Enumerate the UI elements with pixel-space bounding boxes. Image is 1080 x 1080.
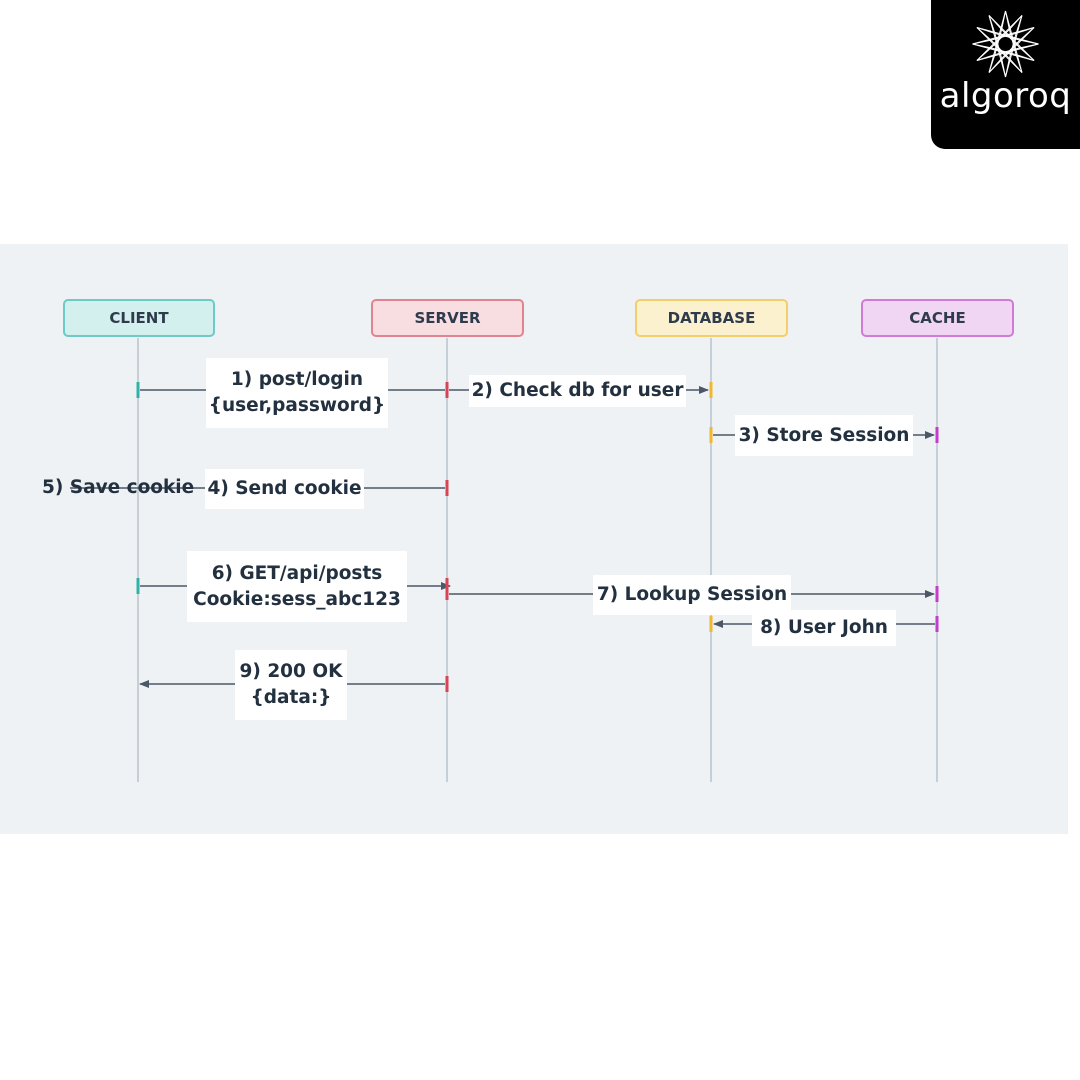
starburst-stroke bbox=[1005, 10, 1010, 30]
algoroq-logo: algoroq bbox=[931, 0, 1080, 149]
activation-server bbox=[445, 578, 449, 600]
participant-label: SERVER bbox=[414, 309, 481, 327]
starburst-stroke bbox=[972, 43, 992, 49]
message-label-1: 1) post/login {user,password} bbox=[206, 358, 388, 428]
starburst-stroke bbox=[1015, 54, 1035, 61]
activation-client bbox=[136, 578, 140, 594]
message-label-5: 5) Save cookie bbox=[42, 477, 195, 498]
activation-cache bbox=[935, 427, 939, 443]
starburst-stroke bbox=[1019, 43, 1039, 49]
starburst-stroke bbox=[976, 27, 996, 34]
message-label-3: 3) Store Session bbox=[735, 415, 913, 456]
starburst-stroke bbox=[988, 15, 996, 34]
starburst-stroke bbox=[976, 54, 996, 61]
starburst-stroke bbox=[1015, 15, 1023, 34]
message-label-7: 7) Lookup Session bbox=[593, 575, 791, 615]
message-label-6: 6) GET/api/posts Cookie:sess_abc123 bbox=[187, 551, 407, 622]
starburst-stroke bbox=[972, 39, 992, 45]
message-label-4: 4) Send cookie bbox=[205, 469, 364, 509]
starburst-stroke bbox=[988, 58, 1002, 73]
participant-label: DATABASE bbox=[667, 309, 756, 327]
activation-client bbox=[136, 382, 140, 398]
activation-database bbox=[709, 427, 713, 443]
activation-cache bbox=[935, 586, 939, 602]
sequence-diagram: CLIENT SERVER DATABASE CACHE 1) post/log… bbox=[0, 244, 1068, 834]
starburst-stroke bbox=[988, 54, 996, 73]
logo-wordmark: algoroq bbox=[939, 76, 1072, 116]
starburst-stroke bbox=[1015, 54, 1023, 73]
activation-server bbox=[445, 676, 449, 692]
starburst-stroke bbox=[1009, 58, 1023, 73]
starburst-stroke bbox=[990, 32, 1017, 41]
starburst-stroke bbox=[994, 32, 1021, 41]
activation-server bbox=[445, 480, 449, 496]
participant-database: DATABASE bbox=[635, 299, 788, 337]
starburst-stroke bbox=[976, 27, 992, 41]
starburst-stroke bbox=[1001, 58, 1006, 78]
starburst-stroke bbox=[988, 15, 1002, 30]
starburst-stroke bbox=[1005, 58, 1010, 78]
participant-label: CACHE bbox=[909, 309, 966, 327]
message-label-2: 2) Check db for user bbox=[469, 375, 686, 407]
starburst-icon bbox=[972, 10, 1039, 78]
activation-server bbox=[445, 382, 449, 398]
starburst-stroke bbox=[1001, 29, 1021, 49]
participant-server: SERVER bbox=[371, 299, 524, 337]
participant-label: CLIENT bbox=[109, 309, 169, 327]
message-label-9: 9) 200 OK {data:} bbox=[235, 650, 347, 720]
activation-cache bbox=[935, 616, 939, 632]
starburst-stroke bbox=[976, 47, 992, 61]
message-label-8: 8) User John bbox=[752, 610, 896, 646]
starburst-stroke bbox=[1019, 27, 1035, 41]
starburst-stroke bbox=[988, 15, 1035, 61]
activation-database bbox=[709, 382, 713, 398]
participant-cache: CACHE bbox=[861, 299, 1014, 337]
activation-database bbox=[709, 616, 713, 632]
participant-client: CLIENT bbox=[63, 299, 215, 337]
